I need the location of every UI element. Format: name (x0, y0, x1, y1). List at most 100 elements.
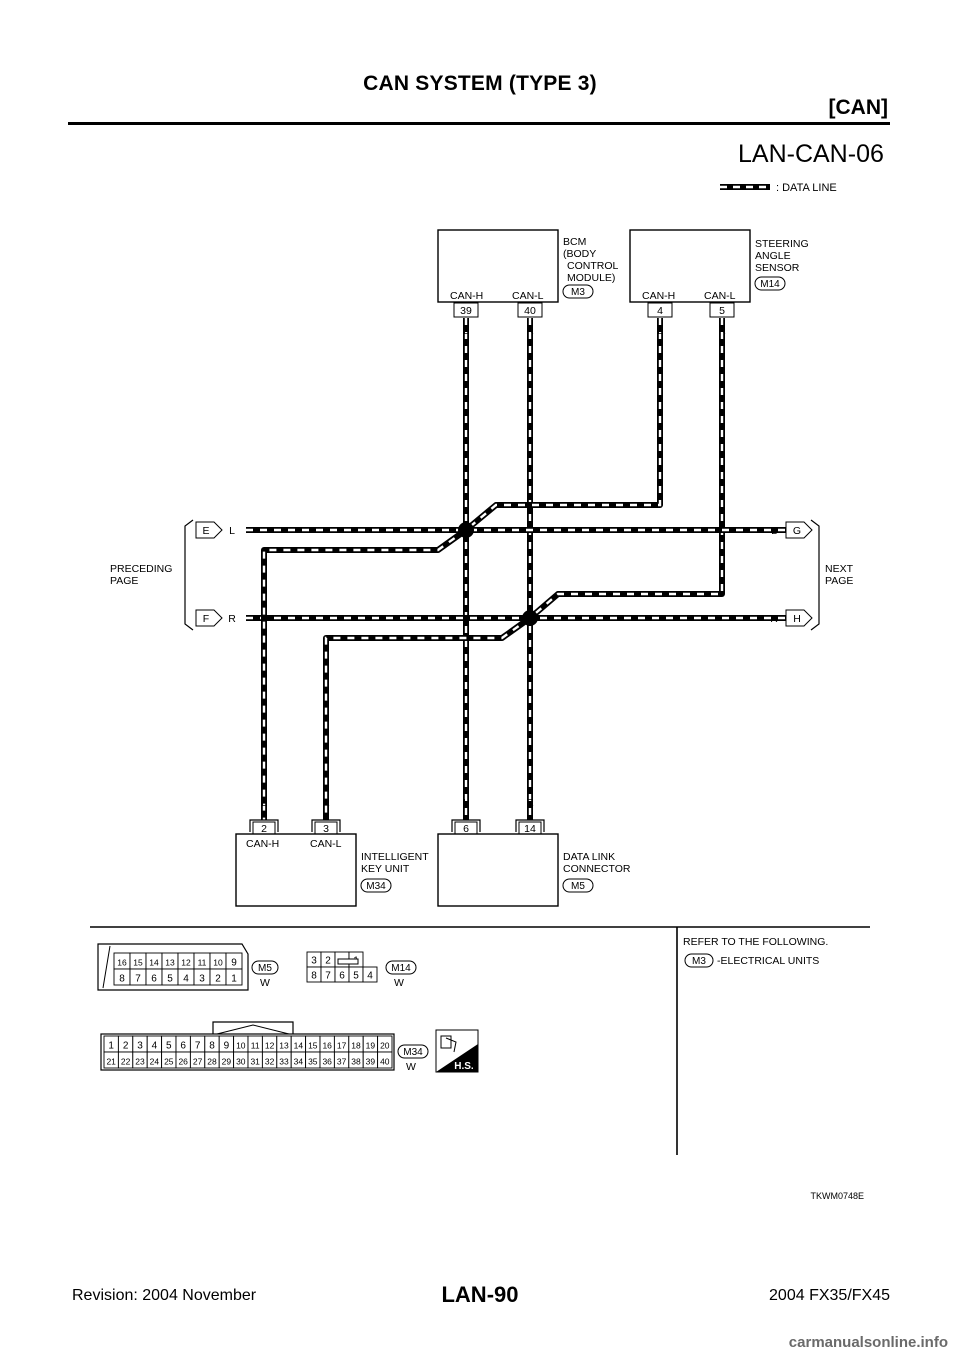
m34-pin-number: 10 (236, 1041, 246, 1051)
m5-pin-number: 12 (181, 958, 191, 968)
dlc-connector-id: M5 (571, 881, 585, 892)
ikey-terminal-2-frame (249, 819, 279, 832)
bcm-name-line2: (BODY (563, 248, 596, 260)
dlc-box (437, 833, 559, 907)
ikey-terminal-3-label: 3 (323, 823, 329, 835)
ikey-pin-label-can-l: CAN-L (310, 838, 342, 850)
m5-pin-number: 13 (165, 958, 175, 968)
ikey-name-line2: KEY UNIT (361, 863, 410, 875)
m34-pin-number: 25 (164, 1057, 174, 1067)
link-e-id: E (202, 525, 209, 537)
wire-steering-can-h (464, 318, 663, 533)
m5-pin-number: 9 (231, 958, 237, 969)
model-name: 2004 FX35/FX45 (769, 1287, 890, 1304)
m34-pin-number: 2 (123, 1041, 129, 1052)
m34-pin-number: 7 (195, 1041, 201, 1052)
m14-connector-badge (385, 960, 417, 975)
data-link-connector-unit: L R 6 14 DATA LINK CONNECTOR M5 (437, 797, 631, 907)
m14-pin-number: 3 (311, 956, 317, 967)
link-f-id: F (203, 613, 209, 625)
next-bracket (810, 519, 820, 631)
m5-connector-id: M5 (258, 963, 272, 974)
m34-pin-number: 3 (137, 1041, 143, 1052)
ikey-connector-badge (360, 878, 392, 893)
m14-pin-number: 4 (367, 971, 373, 982)
m34-pin-number: 17 (337, 1041, 347, 1051)
m34-pin-number: 12 (265, 1041, 275, 1051)
m34-connector-badge (397, 1044, 429, 1059)
m5-pin-number: 10 (213, 958, 223, 968)
link-arrow-g (785, 521, 813, 539)
m34-pin-number: 33 (279, 1057, 289, 1067)
bcm-unit: CAN-H CAN-L 39 40 BCM (BODY CONTROL MODU… (437, 229, 618, 337)
steering-wire-color-r: R (718, 325, 726, 337)
next-label-line1: NEXT (825, 563, 854, 575)
m34-pin-number: 13 (279, 1041, 289, 1051)
reference-connector-id: M3 (692, 956, 706, 967)
m34-pin-number: 1 (108, 1041, 114, 1052)
m14-pin-number: 2 (325, 956, 331, 967)
watermark: carmanualsonline.info (788, 1334, 948, 1351)
m14-pin-number: 6 (339, 971, 345, 982)
dlc-wire-color-l: L (463, 797, 469, 809)
dlc-terminal-6-label: 6 (463, 823, 469, 835)
next-label-line2: PAGE (825, 575, 853, 587)
m14-pin-grid: 32187654 (306, 951, 378, 983)
page-title: CAN SYSTEM (TYPE 3) (363, 72, 597, 95)
m5-pin-number: 15 (133, 958, 143, 968)
ikey-name-line1: INTELLIGENT (361, 851, 429, 863)
m34-pin-number: 31 (250, 1057, 260, 1067)
hs-icon-label: H.S. (454, 1061, 474, 1072)
steering-terminal-4 (647, 302, 673, 318)
m5-connector-badge (251, 960, 279, 975)
m5-pin-number: 8 (119, 974, 125, 985)
bcm-terminal-39 (453, 302, 479, 318)
reference-heading: REFER TO THE FOLLOWING. (683, 936, 828, 948)
m34-pin-number: 30 (236, 1057, 246, 1067)
steering-name-line1: STEERING (755, 238, 809, 250)
page-number: LAN-90 (441, 1282, 519, 1307)
harness-side-icon: H.S. (435, 1029, 479, 1073)
preceding-label-line1: PRECEDING (110, 563, 172, 575)
dlc-terminal-14-frame (515, 819, 545, 832)
wire-steering-can-l-dash (529, 318, 724, 619)
m5-pin-number: 6 (151, 974, 157, 985)
m5-pin-number: 3 (199, 974, 205, 985)
bcm-pin-label-can-l: CAN-L (512, 290, 544, 302)
dlc-terminal-14-label: 14 (524, 823, 536, 835)
bcm-terminal-40 (517, 302, 543, 318)
link-h-id: H (793, 613, 801, 625)
header-rule (68, 122, 890, 125)
bcm-terminal-39-label: 39 (460, 305, 472, 317)
m34-pin-number: 24 (150, 1057, 160, 1067)
next-page-links: NEXT PAGE G L H R (770, 519, 854, 631)
m14-lock-tab (337, 958, 359, 965)
link-arrow-h (785, 609, 813, 627)
revision-date: Revision: 2004 November (72, 1287, 257, 1304)
dlc-terminal-6-frame (451, 819, 481, 832)
m34-pin-number: 36 (322, 1057, 332, 1067)
m14-cavity (362, 966, 378, 983)
m34-pin-number: 11 (251, 1041, 260, 1051)
m34-pin-number: 4 (152, 1041, 158, 1052)
m34-pin-number: 38 (351, 1057, 361, 1067)
hs-icon-corner (436, 1044, 478, 1072)
m14-color: W (394, 977, 404, 989)
m34-pin-number: 37 (337, 1057, 347, 1067)
m34-pin-number: 26 (178, 1057, 188, 1067)
m34-pin-number: 40 (380, 1057, 390, 1067)
bcm-connector-badge (562, 284, 594, 299)
bcm-box (437, 229, 559, 303)
ikey-terminal-3-frame (311, 819, 341, 832)
link-g-id: G (793, 525, 801, 537)
wire-ikey-can-h (261, 527, 468, 820)
m34-pin-number: 19 (366, 1041, 376, 1051)
m34-pin-number: 15 (308, 1041, 318, 1051)
m5-pin-number: 1 (231, 974, 237, 985)
steering-connector-id: M14 (760, 279, 780, 290)
